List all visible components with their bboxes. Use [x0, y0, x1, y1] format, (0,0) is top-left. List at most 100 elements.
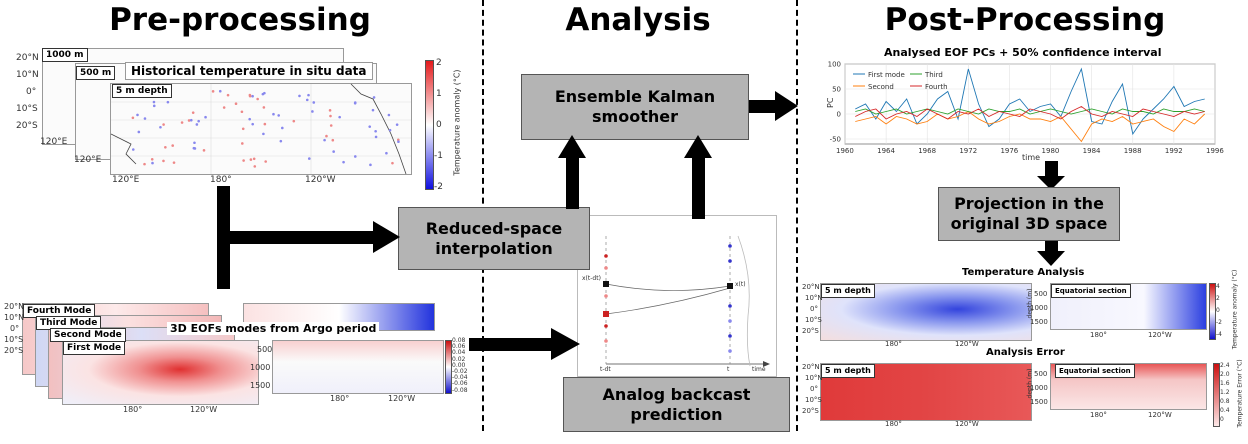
- lon-tick-120w: 120°W: [305, 175, 336, 185]
- post-lat-20s: 20°S: [802, 327, 819, 335]
- cb-tick-m1: -1: [434, 151, 443, 161]
- lat-tick-20n: 20°N: [16, 53, 39, 63]
- eof-cb-tick: 0.00: [452, 361, 466, 369]
- insitu-obs-point: [281, 126, 284, 130]
- insitu-obs-point: [256, 97, 259, 101]
- post-depth-1000: 1000: [1030, 304, 1048, 312]
- insitu-obs-point: [307, 157, 311, 160]
- analog-point: [604, 266, 608, 270]
- analog-box: Analog backcast prediction: [563, 377, 790, 432]
- insitu-obs-point: [312, 101, 316, 104]
- legend-third: Third: [924, 71, 943, 79]
- arrow-proj-head: [1037, 251, 1065, 266]
- post-lat-0: 0°: [810, 305, 818, 313]
- analog-point: [728, 334, 732, 338]
- insitu-obs-point: [171, 144, 175, 147]
- insitu-obs-point: [272, 112, 275, 116]
- eof-cb-tick: -0.04: [452, 374, 468, 382]
- pc-y-tick-label: 100: [828, 61, 841, 69]
- eof-lon-120w: 120°W: [190, 405, 218, 414]
- arrow-head-reduced: [373, 221, 400, 253]
- insitu-obs-point: [261, 92, 265, 96]
- lat-tick-20s: 20°S: [16, 121, 38, 131]
- insitu-obs-point: [277, 114, 281, 117]
- insitu-obs-point: [353, 101, 357, 105]
- a-cb-tick: 2: [1216, 295, 1220, 302]
- eof-cb-tick: 0.08: [452, 337, 466, 344]
- lon-tick-120e: 120°E: [112, 175, 140, 185]
- eof-lat-20s: 20°S: [4, 346, 24, 355]
- insitu-obs-point: [166, 100, 170, 104]
- a-cb-tick: -4: [1216, 331, 1222, 338]
- analog-point: [604, 254, 608, 258]
- analog-point: [604, 339, 608, 343]
- pc-y-tick-label: 0: [837, 111, 841, 119]
- insitu-obs-point: [204, 115, 207, 119]
- insitu-obs-point: [180, 121, 184, 124]
- a-cb-tick: 0: [1216, 307, 1220, 314]
- insitu-obs-point: [137, 130, 141, 134]
- analysis-cb-ticks: 4 2 0 -2 -4: [1216, 281, 1222, 341]
- arrow-stem-vertical: [217, 186, 230, 289]
- analysis-map: [820, 283, 1032, 341]
- eof-cb-tick: -0.02: [452, 368, 468, 376]
- insitu-obs-point: [222, 106, 226, 109]
- cb-tick-0: 0: [436, 120, 442, 130]
- analysis-error-title: Analysis Error: [986, 347, 1065, 358]
- post-section-ylabel: depth (m): [1026, 288, 1034, 319]
- pc-x-tick-label: 1984: [1083, 147, 1101, 155]
- insitu-obs-point: [195, 123, 199, 126]
- insitu-obs-point: [251, 122, 254, 126]
- analog-point: [604, 324, 608, 328]
- insitu-obs-point: [329, 124, 333, 127]
- insitu-obs-point: [331, 138, 335, 142]
- insitu-obs-point: [162, 123, 165, 126]
- insitu-obs-point: [332, 150, 335, 153]
- insitu-obs-point: [329, 114, 332, 118]
- reduced-box: Reduced-space interpolation: [398, 207, 590, 270]
- eof-sec-lon-120w: 120°W: [388, 394, 416, 403]
- lat-tick-0: 0°: [26, 87, 37, 97]
- eof-cb-tick: 0.02: [452, 355, 466, 363]
- err-section-ylabel: depth (m): [1026, 368, 1034, 399]
- depth-tag-1000m: 1000 m: [42, 48, 88, 62]
- arrow-stem-horizontal: [217, 231, 375, 244]
- insitu-obs-point: [192, 146, 196, 150]
- pc-series-fourth: [855, 105, 1205, 120]
- insitu-obs-point: [263, 122, 267, 126]
- insitu-obs-point: [249, 158, 253, 161]
- insitu-obs-point: [388, 128, 392, 132]
- cb-tick-m2: -2: [434, 182, 443, 192]
- insitu-obs-point: [162, 159, 165, 163]
- insitu-obs-point: [234, 102, 238, 106]
- analysis-map-tag: 5 m depth: [821, 284, 875, 298]
- pcs-title: Analysed EOF PCs + 50% confidence interv…: [884, 46, 1162, 59]
- err-lat-10s: 10°S: [805, 396, 822, 404]
- insitu-obs-point: [305, 98, 309, 102]
- insitu-obs-point: [131, 148, 135, 151]
- pc-series-first-mode: [855, 67, 1205, 136]
- insitu-obs-point: [372, 96, 376, 99]
- insitu-obs-point: [189, 118, 193, 122]
- pc-x-tick-label: 1964: [877, 147, 895, 155]
- pc-legend: First mode Second Third Fourth: [853, 71, 948, 91]
- post-sec-lon-180: 180°: [1090, 331, 1107, 339]
- insitu-obs-point: [298, 94, 301, 98]
- insitu-obs-point: [187, 119, 191, 122]
- insitu-obs-point: [342, 160, 345, 164]
- eof-tag-second: Second Mode: [50, 328, 126, 342]
- eof-title: 3D EOFs modes from Argo period: [167, 322, 380, 335]
- kalman-box: Ensemble Kalman smoother: [521, 74, 749, 140]
- analysis-section-tag: Equatorial section: [1051, 284, 1131, 298]
- cb-tick-2: 2: [436, 58, 442, 68]
- insitu-obs-point: [202, 149, 206, 152]
- analog-point: [728, 259, 732, 263]
- arrow-up-left-stem: [566, 156, 579, 209]
- cb-tick-1: 1: [436, 89, 442, 99]
- pc-series-second: [855, 110, 1206, 143]
- insitu-obs-point: [150, 158, 154, 161]
- eof-section-first: [272, 340, 444, 394]
- header-postprocessing: Post-Processing: [884, 2, 1166, 38]
- insitu-obs-point: [262, 106, 266, 109]
